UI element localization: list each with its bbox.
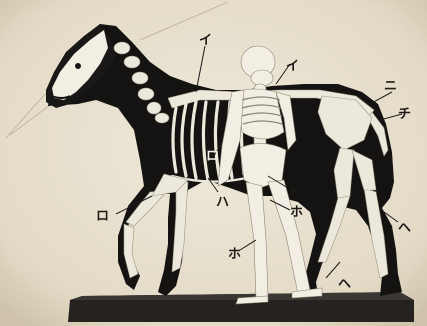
label-ro-chest: ロ [206,149,219,164]
label-he-low: ヘ [338,277,351,292]
base-plinth [68,292,414,322]
label-ni: ニ [384,79,397,94]
label-ho-low: ホ [228,247,241,262]
label-he-right: ヘ [398,221,411,236]
label-i-right: イ [286,59,299,74]
label-ro-leg: ロ [96,209,109,224]
label-to: ト [288,185,301,200]
horse-eye [75,63,81,69]
label-ho-mid: ホ [290,205,303,220]
label-i-left: イ [199,33,212,48]
label-chi: チ [398,107,411,122]
label-ha: ハ [216,195,229,210]
